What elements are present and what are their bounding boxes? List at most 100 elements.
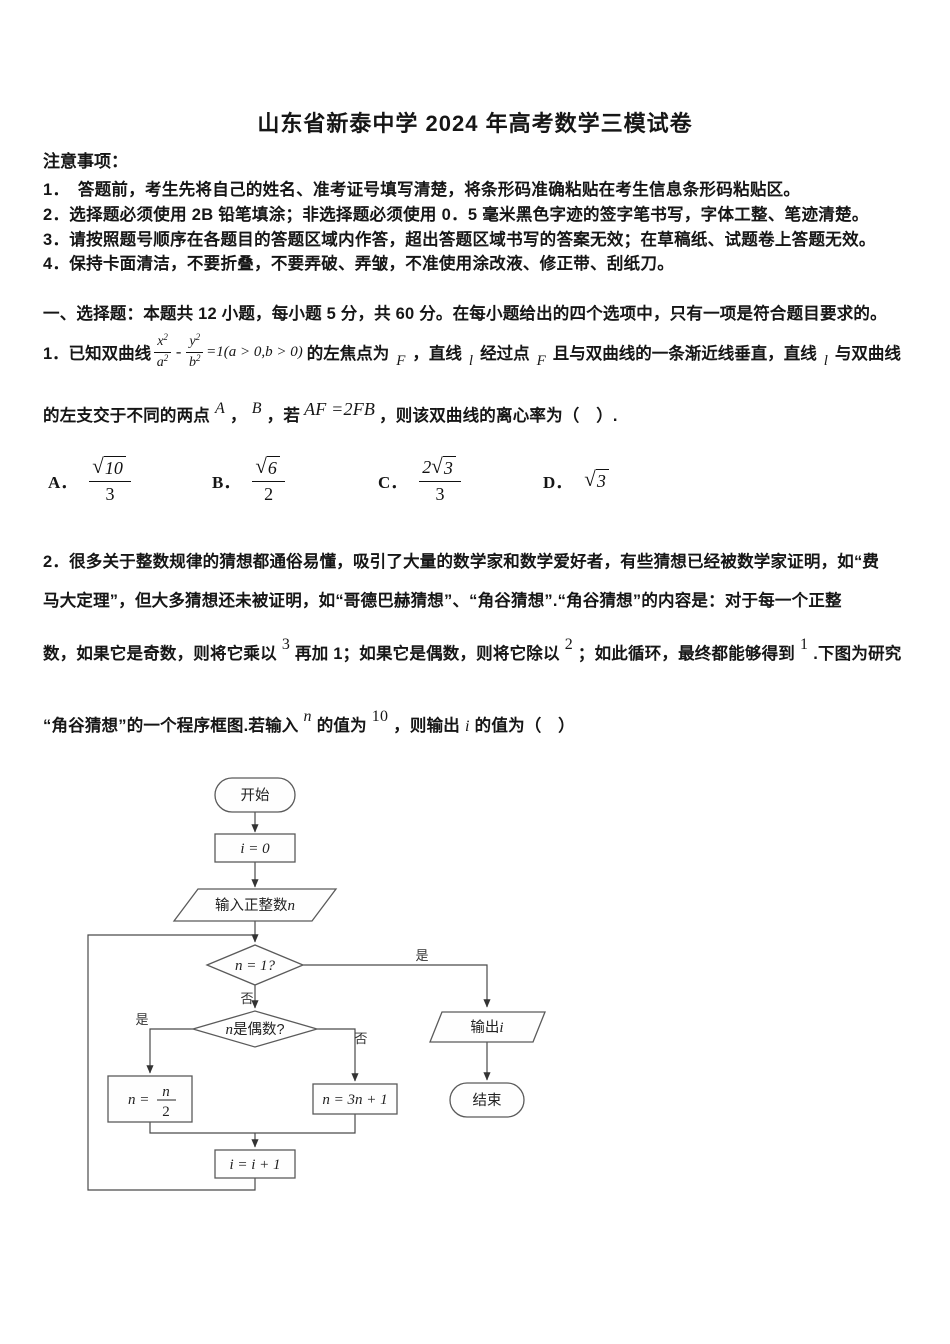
sup-1: 1: [800, 636, 809, 653]
radical-icon: √: [255, 453, 267, 478]
input-label-text: 输入正整数: [215, 897, 288, 914]
radical-icon: √: [92, 453, 104, 478]
cond2-yes-label: 是: [135, 1012, 148, 1027]
q2-text: ，则输出: [393, 717, 461, 735]
coefficient: 2: [422, 456, 432, 477]
frac-den: b: [189, 354, 197, 370]
option-c-label: C．: [378, 472, 408, 492]
option-a: A． √10 3: [48, 448, 131, 512]
flowchart-cond2-node: n是偶数?: [190, 1010, 320, 1048]
radicand: 10: [103, 455, 126, 478]
flowchart-output-node: 输出i: [429, 1011, 546, 1043]
denominator: 3: [435, 483, 445, 504]
notice-heading: 注意事项：: [43, 152, 128, 171]
flowchart-input-node: 输入正整数n: [172, 888, 338, 922]
option-a-value: √10 3: [89, 453, 131, 505]
triple-label: n = 3n + 1: [322, 1092, 387, 1108]
question-2-line-1: 2．很多关于整数规律的猜想都通俗易懂，吸引了大量的数学家和数学爱好者，有些猜想已…: [43, 553, 880, 571]
half-numerator: n: [162, 1084, 170, 1100]
cond1-label: n = 1?: [235, 958, 276, 974]
q1-text: 经过点: [480, 345, 530, 363]
cond1-yes-label: 是: [415, 948, 428, 963]
fraction-y2-b2: y2 b2: [186, 331, 204, 370]
edge-half-merge: [149, 1122, 255, 1134]
input-label-var: n: [288, 898, 296, 914]
sup-3: 3: [281, 636, 291, 653]
denominator: 3: [105, 483, 115, 504]
option-a-label: A．: [48, 472, 78, 492]
flowchart-end-node: 结束: [449, 1082, 525, 1118]
var-i: i: [465, 718, 470, 735]
flowchart-init-node: i = 0: [214, 833, 296, 863]
var-B: B: [251, 400, 262, 417]
option-d-label: D．: [543, 472, 573, 492]
frac-num-exp: 2: [195, 331, 201, 342]
var-l: l: [823, 352, 828, 369]
cond1-no-label: 否: [240, 991, 253, 1006]
radicand: 3: [595, 469, 609, 491]
flowchart-half-node: n = n 2: [107, 1075, 193, 1123]
option-b-value: √6 2: [252, 453, 285, 505]
output-label: 输出i: [470, 1019, 503, 1036]
fraction-x2-a2: x2 a2: [154, 331, 171, 370]
equation-AF-2FB: AF =2FB: [304, 399, 376, 419]
flowchart-increment-node: i = i + 1: [214, 1149, 296, 1179]
q1-options-row: A． √10 3 B． √6 2 C． 2√3 3 D． √3: [0, 448, 950, 512]
end-label: 结束: [473, 1092, 502, 1109]
sup-n: n: [303, 708, 312, 725]
equation-condition: =1(a > 0,b > 0): [206, 343, 303, 360]
var-l: l: [468, 352, 474, 369]
init-label: i = 0: [240, 841, 270, 857]
var-A: A: [215, 400, 225, 417]
option-d: D． √3: [543, 448, 609, 512]
q2-text: 的值为（ ）: [474, 717, 575, 735]
question-1-line-1: 1．已知双曲线 x2 a2 - y2 b2 =1(a > 0,b > 0) 的左…: [43, 326, 901, 378]
sup-2: 2: [564, 636, 573, 653]
q1-text: ，若: [266, 407, 301, 425]
frac-den: a: [156, 354, 164, 370]
notice-item: 4．保持卡面清洁，不要折叠，不要弄破、弄皱，不准使用涂改液、修正带、刮纸刀。: [43, 255, 675, 273]
cond2-label-var: n: [225, 1022, 233, 1038]
minus-sign: -: [175, 342, 182, 361]
question-2-line-3: 数，如果它是奇数，则将它乘以3再加 1；如果它是偶数，则将它除以2；如此循环，最…: [43, 636, 902, 664]
q2-text: 的值为: [316, 717, 367, 735]
edge-cond2-no-to-triple: [317, 1028, 359, 1082]
frac-den-exp: 2: [163, 352, 169, 363]
q1-lead-text: 1．已知双曲线: [43, 345, 152, 363]
sup-10: 10: [371, 708, 389, 725]
q2-text: “角谷猜想”的一个程序框图.若输入: [43, 717, 299, 735]
radical-icon: √: [431, 453, 443, 478]
notice-item: 3．请按照题号顺序在各题目的答题区域内作答，超出答题区域书写的答案无效；在草稿纸…: [43, 231, 876, 249]
var-F: F: [536, 352, 546, 369]
half-denominator: 2: [162, 1104, 170, 1120]
flowchart: 开始 i = 0 输入正整数n n = 1? 是 否 n是偶数? 是 否: [70, 772, 562, 1210]
q2-text: ；如此循环，最终都能够得到: [577, 645, 795, 663]
q1-text: 与双曲线: [834, 345, 901, 363]
q1-text: ，: [229, 407, 247, 425]
radical-icon: √: [584, 467, 596, 492]
start-label: 开始: [241, 787, 270, 804]
flowchart-start-node: 开始: [214, 777, 296, 813]
half-lhs: n =: [128, 1092, 149, 1108]
frac-num: x: [157, 333, 164, 349]
option-c: C． 2√3 3: [378, 448, 461, 512]
radicand: 6: [266, 455, 280, 478]
option-b-label: B．: [212, 472, 241, 492]
output-label-text: 输出: [470, 1019, 499, 1036]
edge-cond1-yes-to-output: [303, 964, 491, 1008]
section-heading: 一、选择题：本题共 12 小题，每小题 5 分，共 60 分。在每小题给出的四个…: [43, 305, 887, 323]
output-label-var: i: [499, 1020, 503, 1036]
option-b: B． √6 2: [212, 448, 285, 512]
frac-num-exp: 2: [163, 331, 168, 342]
denominator: 2: [264, 483, 274, 504]
q1-text: ，直线: [412, 345, 462, 363]
q1-text: 且与双曲线的一条渐近线垂直，直线: [552, 345, 817, 363]
var-F: F: [396, 352, 406, 369]
cond2-label-text: 是偶数?: [233, 1021, 285, 1038]
input-label: 输入正整数n: [215, 897, 295, 914]
question-2-line-2: 马大定理”，但大多猜想还未被证明，如“哥德巴赫猜想”、“角谷猜想”.“角谷猜想”…: [43, 592, 842, 610]
edge-loop-back: [87, 934, 256, 1191]
